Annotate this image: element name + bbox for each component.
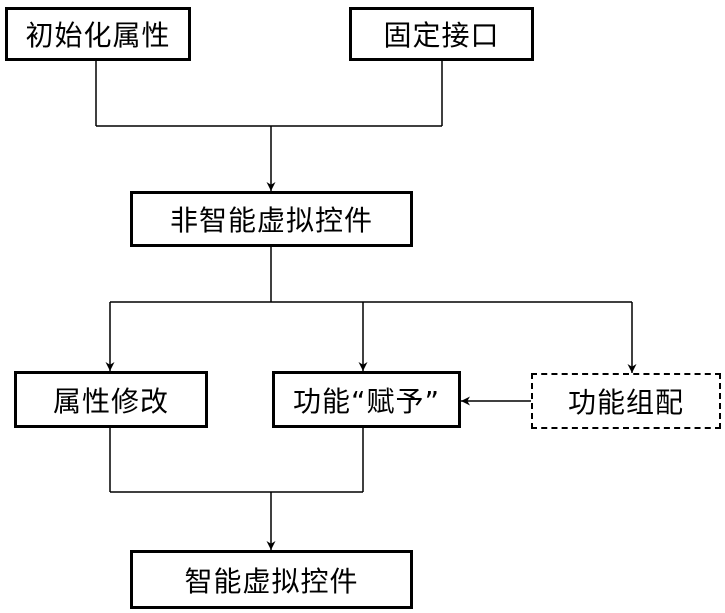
- smart-control-box: 智能虚拟控件: [130, 550, 413, 609]
- attribute-modify-label: 属性修改: [52, 384, 169, 418]
- fixed-interface-label: 固定接口: [383, 19, 500, 52]
- smart-control-label: 智能虚拟控件: [184, 564, 359, 598]
- function-assign-box: 功能“赋予”: [272, 371, 461, 428]
- non-smart-control-box: 非智能虚拟控件: [130, 191, 413, 247]
- attribute-modify-box: 属性修改: [14, 371, 208, 428]
- function-assign-label: 功能“赋予”: [292, 384, 440, 418]
- function-assembly-label: 功能组配: [567, 386, 684, 419]
- function-assembly-box: 功能组配: [531, 373, 721, 429]
- init-attributes-box: 初始化属性: [5, 7, 191, 61]
- fixed-interface-box: 固定接口: [349, 7, 534, 61]
- non-smart-control-label: 非智能虚拟控件: [169, 204, 373, 237]
- init-attributes-label: 初始化属性: [25, 19, 171, 52]
